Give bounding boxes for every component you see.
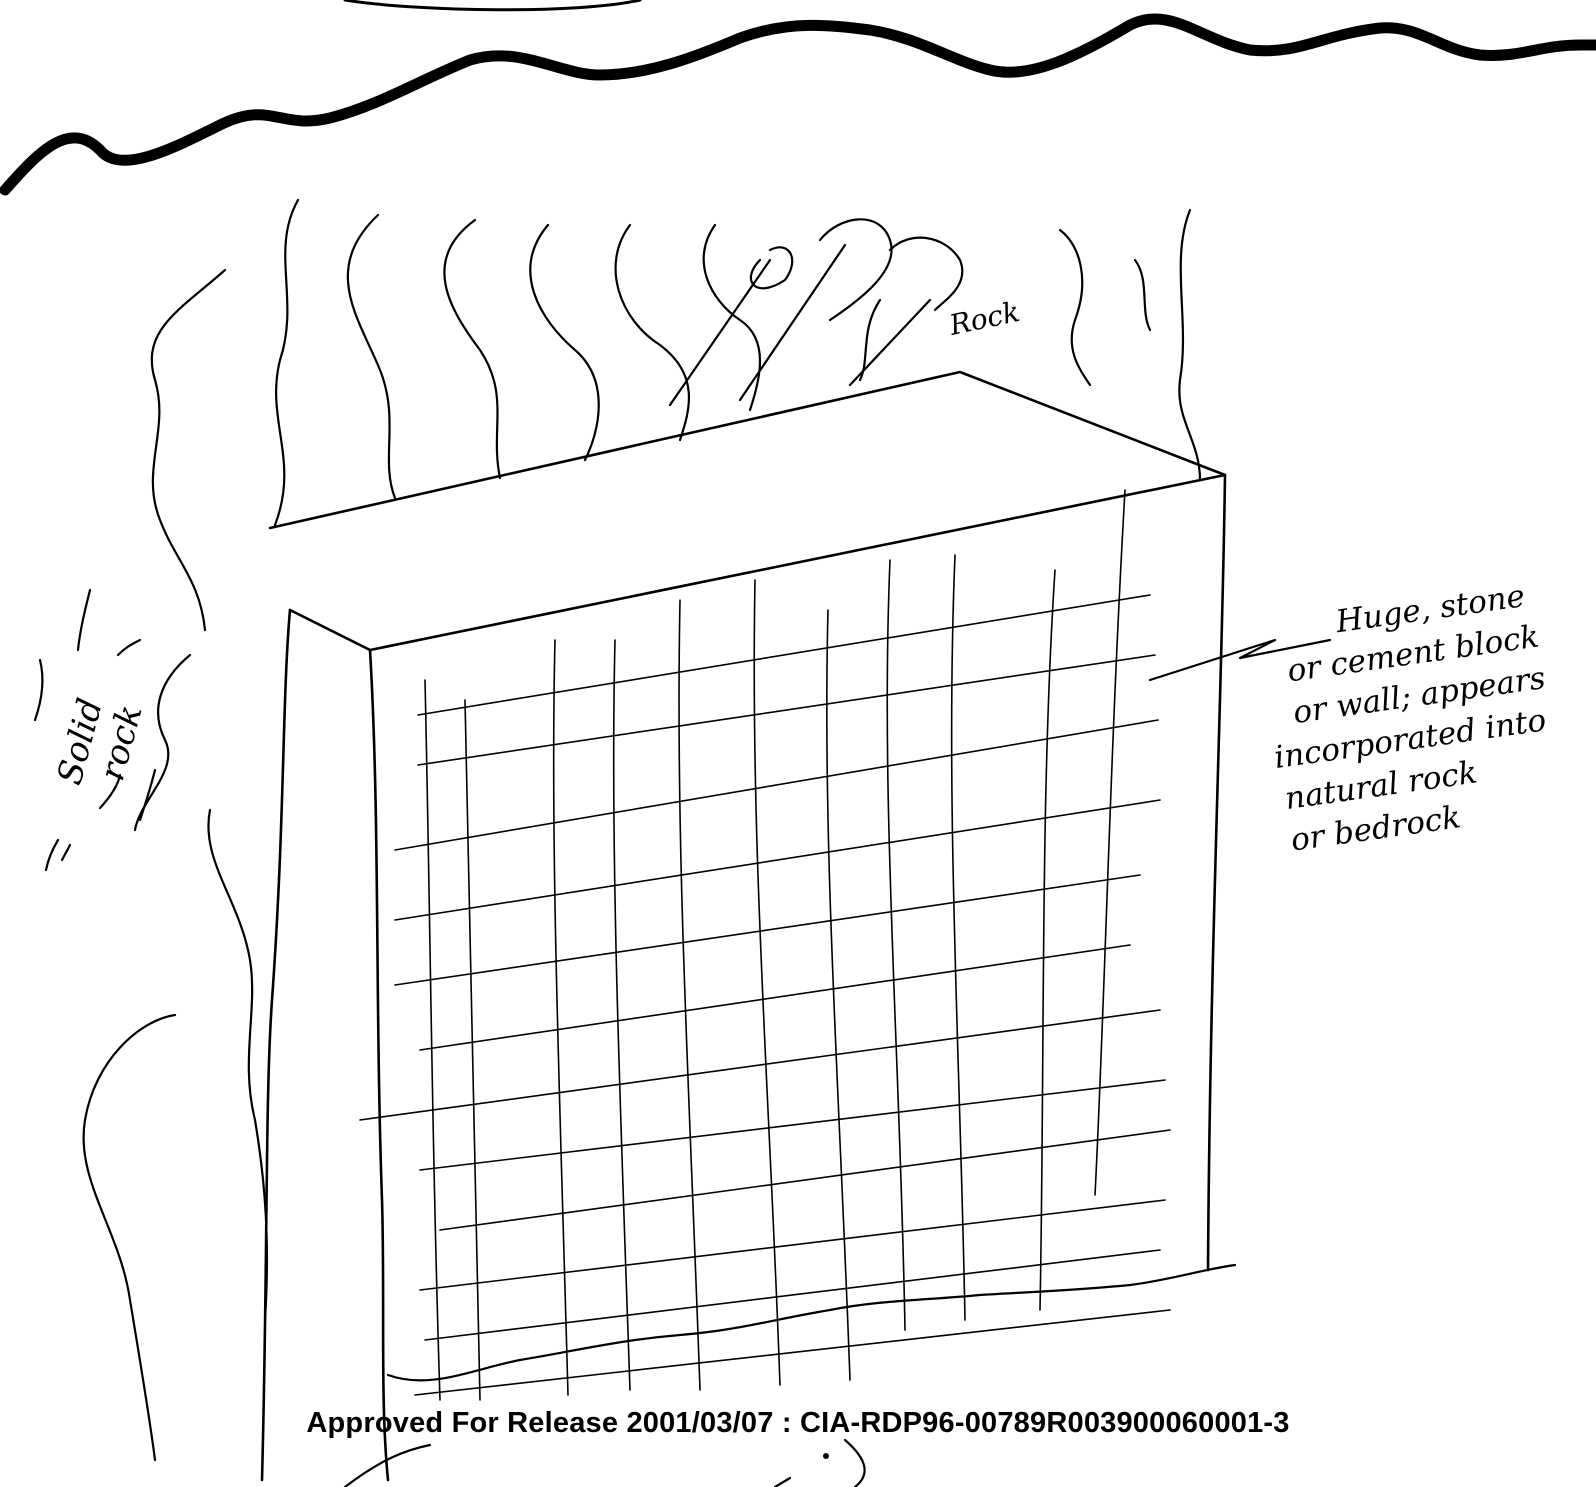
solid-rock-label: Solid rock	[50, 690, 151, 799]
rock-label: Rock	[946, 295, 1023, 342]
bottom-mark	[775, 1478, 790, 1487]
release-footer: Approved For Release 2001/03/07 : CIA-RD…	[0, 1407, 1596, 1440]
block-note: Huge, stone or cement block or wall; app…	[1254, 577, 1565, 859]
bottom-bracket	[845, 1440, 865, 1487]
block-front-left-edge	[370, 650, 388, 1480]
left-rock-squiggles	[35, 270, 267, 1460]
block-right-edge	[1208, 475, 1225, 1270]
block-top-face	[270, 372, 1225, 650]
bottom-dot	[823, 1453, 829, 1459]
block-left-edge	[262, 610, 290, 1480]
block-grid-vertical	[425, 490, 1125, 1400]
top-arc-line	[345, 0, 640, 10]
block-ground-line	[388, 1265, 1235, 1380]
rock-squiggles	[275, 200, 1200, 525]
horizon-line	[5, 19, 1596, 190]
